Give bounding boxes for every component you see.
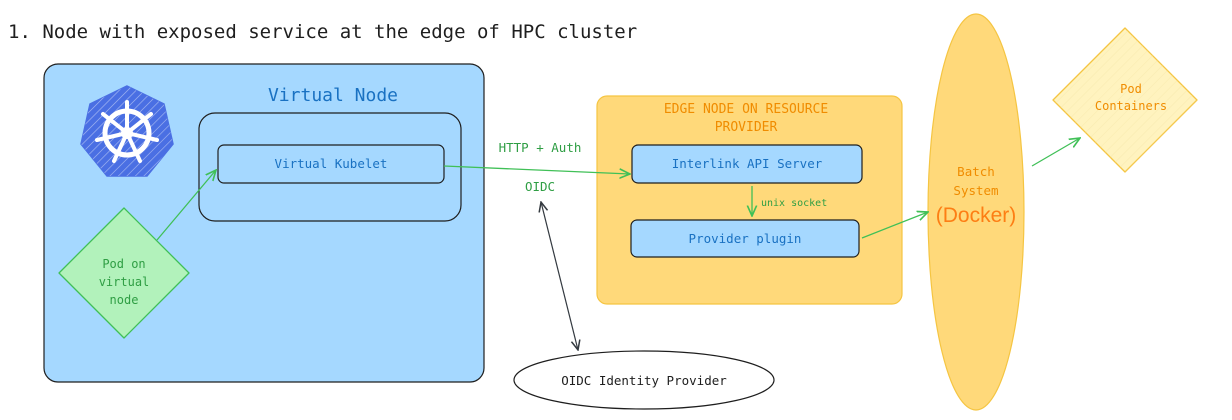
kubernetes-helm-icon [80,85,174,177]
edge-node-label-line-1: EDGE NODE ON RESOURCE [664,102,828,117]
pod-on-virtual-node-diamond[interactable] [58,207,190,339]
diagram-title: 1. Node with exposed service at the edge… [8,21,637,43]
http-auth-label: HTTP + Auth [499,140,582,155]
edge-node-label-line-2: PROVIDER [715,120,778,135]
docker-label: (Docker) [936,204,1017,227]
arrow-pod-to-kubelet [156,170,216,241]
virtual-node-label: Virtual Node [268,85,398,106]
arrow-batch-to-containers [1031,138,1080,167]
pod-containers-label-line-1: Pod [1120,82,1142,96]
batch-system-label-line-1: Batch [957,164,995,179]
oidc-label: OIDC [525,179,555,194]
pod-containers-label-line-2: Containers [1095,99,1167,113]
interlink-api-server-box[interactable] [631,144,863,184]
arrow-oidc-to-identity-provider [541,202,578,350]
arrow-plugin-to-batch [861,212,928,239]
virtual-kubelet-box[interactable] [217,144,445,184]
arrow-kubelet-to-api [443,165,630,174]
oidc-identity-provider-label: OIDC Identity Provider [561,373,727,388]
pod-label-line-3: node [110,293,139,307]
unix-socket-label: unix socket [761,198,827,209]
virtual-kubelet-label: Virtual Kubelet [275,156,388,171]
interlink-api-server-label: Interlink API Server [672,156,823,171]
batch-system-label-line-2: System [953,183,998,198]
pod-label-line-2: virtual [99,275,150,289]
provider-plugin-label: Provider plugin [689,231,802,246]
pod-label-line-1: Pod on [102,257,145,271]
oidc-identity-provider-ellipse[interactable] [513,350,775,410]
provider-plugin-box[interactable] [630,219,860,258]
